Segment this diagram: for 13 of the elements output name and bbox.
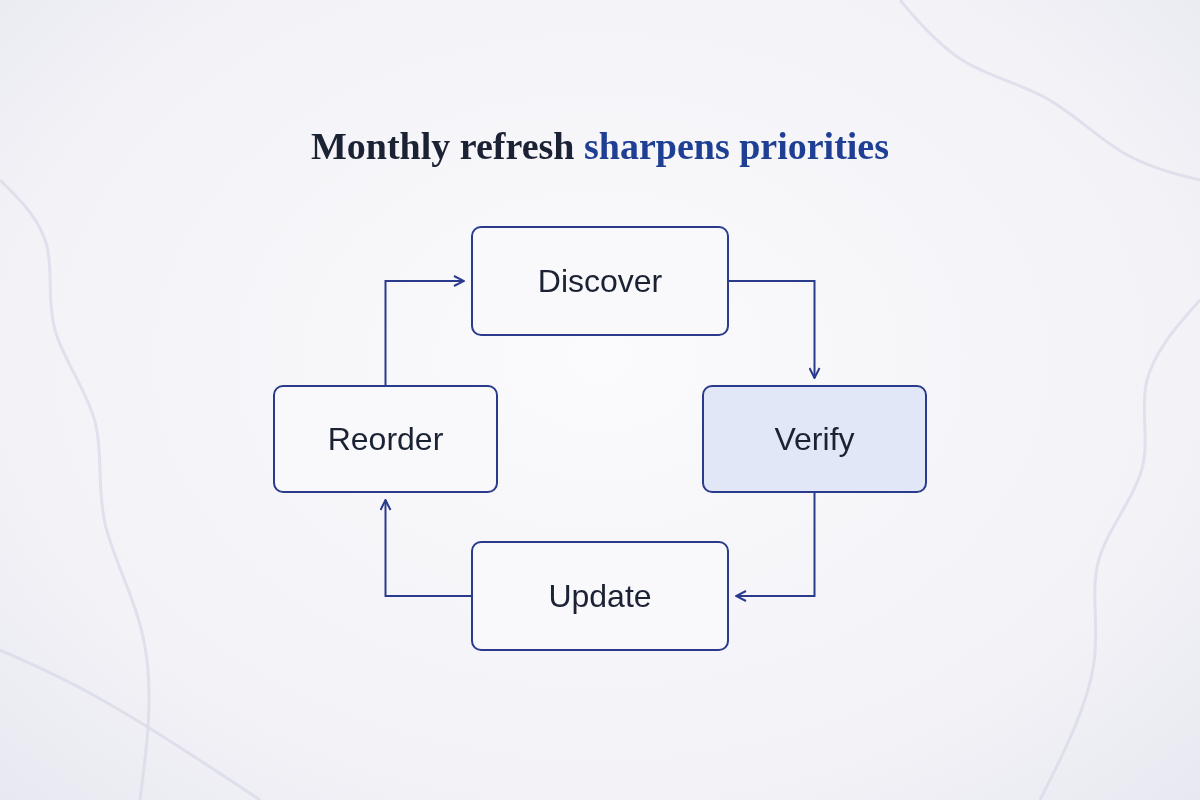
arrow	[735, 492, 816, 602]
process-box	[471, 541, 729, 651]
arrow	[379, 499, 472, 597]
arrow	[728, 280, 821, 379]
step-label: Reorder	[327, 420, 444, 458]
process-box	[702, 385, 927, 493]
process-box	[471, 226, 729, 336]
step-label: Update	[548, 577, 652, 615]
process-box	[273, 385, 498, 493]
step-label: Discover	[537, 262, 663, 300]
title: Monthly refresh sharpens priorities	[309, 124, 891, 168]
arrow	[384, 275, 465, 386]
step-label: Verify	[774, 420, 855, 458]
